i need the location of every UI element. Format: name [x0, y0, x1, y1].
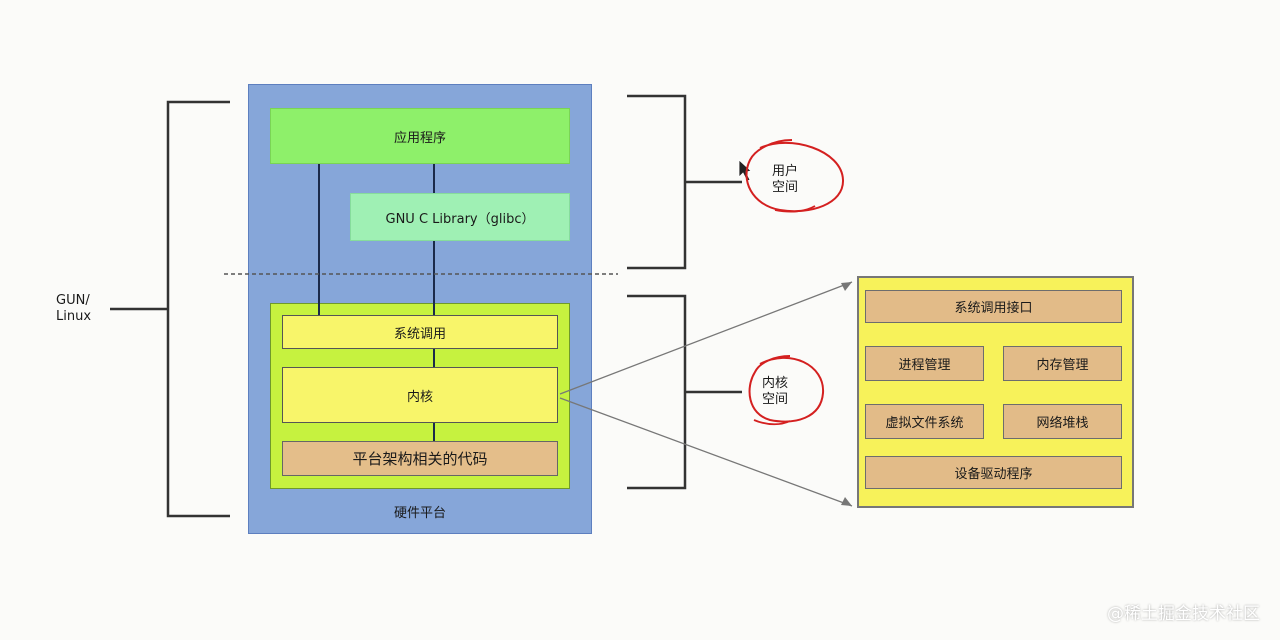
device-drivers-box: 设备驱动程序 [865, 456, 1122, 489]
network-stack-box: 网络堆栈 [1003, 404, 1122, 439]
applications-box: 应用程序 [270, 108, 570, 164]
watermark-text: @稀土掘金技术社区 [1107, 604, 1260, 624]
syscall-box: 系统调用 [282, 315, 558, 349]
gun-linux-bracket [110, 100, 230, 518]
syscall-interface-box: 系统调用接口 [865, 290, 1122, 323]
user-space-label-line1: 用户 [772, 164, 799, 179]
mouse-cursor-icon [738, 159, 752, 182]
zoom-arrow-bottom [559, 397, 853, 507]
kernel-space-circle [748, 355, 825, 423]
kernel-box: 内核 [282, 367, 558, 423]
process-mgmt-box: 进程管理 [865, 346, 984, 381]
kernel-space-label-line1: 内核 [762, 376, 789, 391]
arch-code-box: 平台架构相关的代码 [282, 441, 558, 476]
user-space-bracket [627, 94, 742, 270]
kernel-space-underline [753, 419, 791, 426]
user-space-underline [774, 205, 816, 213]
memory-mgmt-box: 内存管理 [1003, 346, 1122, 381]
kernel-space-bracket [627, 294, 742, 490]
zoom-arrowhead-top [841, 282, 852, 291]
zoom-arrowhead-bottom [841, 497, 852, 506]
zoom-arrow-top [559, 281, 853, 395]
kernel-space-label: 内核 空间 [762, 376, 802, 408]
glibc-box: GNU C Library（glibc） [350, 193, 570, 241]
hardware-platform-label: 硬件平台 [393, 505, 446, 521]
gun-linux-label: GUN/ Linux [56, 293, 92, 324]
vfs-box: 虚拟文件系统 [865, 404, 984, 439]
user-space-label: 用户 空间 [772, 164, 812, 196]
user-space-label-line2: 空间 [772, 180, 799, 195]
kernel-space-label-line2: 空间 [762, 392, 789, 407]
